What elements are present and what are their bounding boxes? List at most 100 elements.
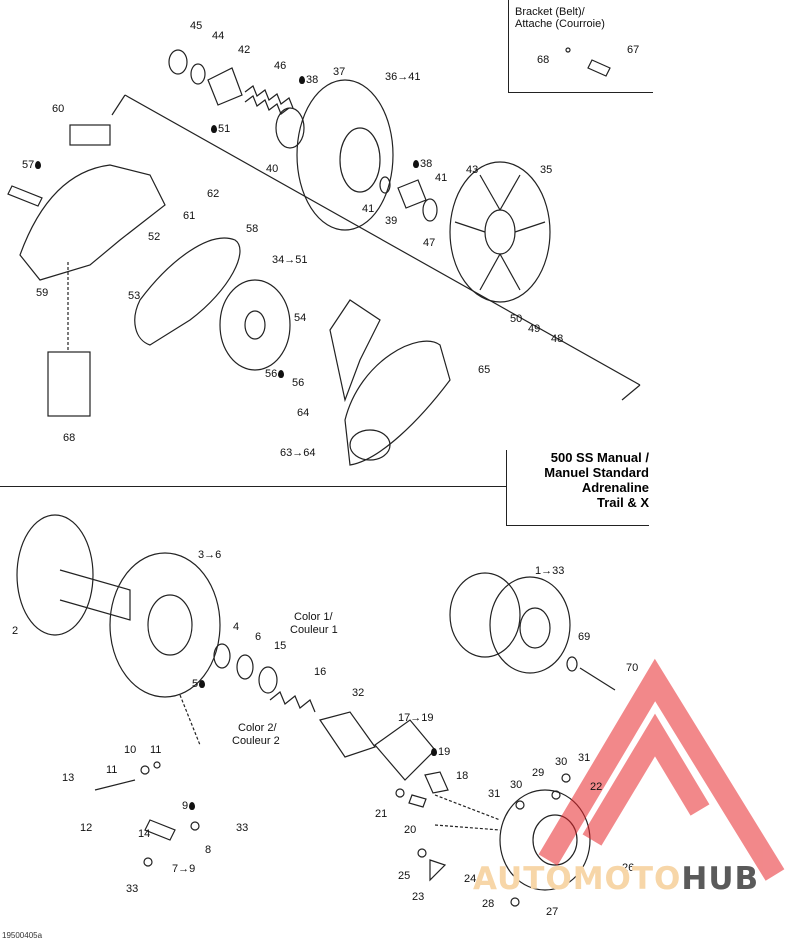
part-label: 41 xyxy=(362,203,375,215)
part-label: 35 xyxy=(540,164,553,176)
part-label: 32 xyxy=(352,687,365,699)
part-label: 33 xyxy=(126,883,139,895)
housing xyxy=(344,340,451,466)
part-label: 34→51 xyxy=(272,254,308,266)
bracket-inset: Bracket (Belt)/ Attache (Courroie) 68 67 xyxy=(508,0,653,93)
part-label: 52 xyxy=(148,231,161,243)
grease-drop-icon xyxy=(278,370,285,378)
part-label: 12 xyxy=(80,822,93,834)
driven-assembly xyxy=(489,576,571,674)
part-label: 21 xyxy=(375,808,388,820)
part-label: 29 xyxy=(532,767,545,779)
part-label: 10 xyxy=(124,744,137,756)
model-line-3: Adrenaline xyxy=(581,480,649,495)
part-label: 38 xyxy=(306,74,319,86)
part-label: 30 xyxy=(555,756,568,768)
part-label: 8 xyxy=(205,844,212,856)
part-label: 38 xyxy=(420,158,433,170)
part-label: 36→41 xyxy=(385,71,421,83)
part-label: 60 xyxy=(52,103,65,115)
part-label: 22 xyxy=(590,781,603,793)
grease-drop-icon xyxy=(211,125,217,133)
spider xyxy=(374,719,436,781)
part-label: 50 xyxy=(510,313,523,325)
part-label: 26 xyxy=(622,862,635,874)
part-label: 28 xyxy=(482,898,495,910)
part-label-with-drop: 38 xyxy=(298,74,318,86)
part-label: 11 xyxy=(150,744,162,756)
watermark-part1: AUTOMOTO xyxy=(473,861,682,897)
part-label-with-drop: 51 xyxy=(210,123,230,135)
part-label: 57 xyxy=(22,159,35,171)
part-label: 14 xyxy=(138,828,151,840)
fixed-sheave xyxy=(16,514,94,636)
part-label: 61 xyxy=(183,210,196,222)
part-label: 23 xyxy=(412,891,425,903)
part-label: 17→19 xyxy=(398,712,434,724)
part-label: 33 xyxy=(236,822,249,834)
part-label: 11 xyxy=(106,764,118,776)
part-label: 4 xyxy=(233,621,240,633)
part-label: 59 xyxy=(36,287,49,299)
bracket-part-68: 68 xyxy=(537,54,550,66)
part-label-with-drop: 56 xyxy=(265,368,285,380)
part-label: 51 xyxy=(218,123,231,135)
part-label: 69 xyxy=(578,631,591,643)
part-label-with-drop: 9 xyxy=(182,800,196,812)
part-label: 5 xyxy=(192,678,199,690)
part-label-with-drop: 38 xyxy=(412,158,432,170)
grease-drop-icon xyxy=(199,680,206,688)
bracket-title-line2: Attache (Courroie) xyxy=(515,18,605,30)
part-45-shape xyxy=(168,49,188,75)
part-label: 65 xyxy=(478,364,491,376)
part-label: 19 xyxy=(438,746,451,758)
part-label: 68 xyxy=(63,432,76,444)
part-label: 31 xyxy=(488,788,501,800)
part-label: 24 xyxy=(464,873,477,885)
part-label: 44 xyxy=(212,30,225,42)
model-line-4: Trail & X xyxy=(596,495,649,510)
part-label: 56 xyxy=(292,377,305,389)
part-label: 70 xyxy=(626,662,639,674)
part-label: 63→64 xyxy=(280,447,316,459)
model-line-1: 500 SS Manual / xyxy=(550,450,649,465)
drive-belt xyxy=(134,237,241,346)
part-label: 30 xyxy=(510,779,523,791)
grease-drop-icon xyxy=(299,76,305,84)
part-label: 53 xyxy=(128,290,141,302)
color2-line1: Color 2/ xyxy=(238,722,277,734)
part-label: 48 xyxy=(551,333,564,345)
part-label: 2 xyxy=(12,625,19,637)
model-caption: 500 SS Manual / Manuel Standard Adrenali… xyxy=(506,450,649,526)
watermark-part2: HUB xyxy=(681,861,760,897)
watermark-logo-triangle xyxy=(538,658,785,881)
diagram-code: 19500405a xyxy=(2,931,43,940)
movable-sheave xyxy=(109,552,221,698)
part-label: 13 xyxy=(62,772,75,784)
part-label: 62 xyxy=(207,188,220,200)
part-label: 37 xyxy=(333,66,346,78)
part-label: 20 xyxy=(404,824,417,836)
part-label: 16 xyxy=(314,666,327,678)
part-label: 41 xyxy=(435,172,448,184)
part-label: 25 xyxy=(398,870,411,882)
part-label: 39 xyxy=(385,215,398,227)
part-label: 64 xyxy=(297,407,310,419)
part-label: 7→9 xyxy=(172,863,196,875)
grease-drop-icon xyxy=(35,161,42,169)
part-label: 43 xyxy=(466,164,479,176)
fan-pulley xyxy=(449,161,551,303)
driven-pulley-sheave xyxy=(296,79,394,231)
part-label: 9 xyxy=(182,800,189,812)
color1-line1: Color 1/ xyxy=(294,611,333,623)
part-label: 1→33 xyxy=(535,565,565,577)
part-label: 54 xyxy=(294,312,307,324)
model-line-2: Manuel Standard xyxy=(544,465,649,480)
part-label: 3→6 xyxy=(198,549,222,561)
bracket-part-67: 67 xyxy=(627,44,640,56)
part-label: 42 xyxy=(238,44,251,56)
grease-drop-icon xyxy=(413,160,419,168)
belt-guard xyxy=(19,164,166,281)
